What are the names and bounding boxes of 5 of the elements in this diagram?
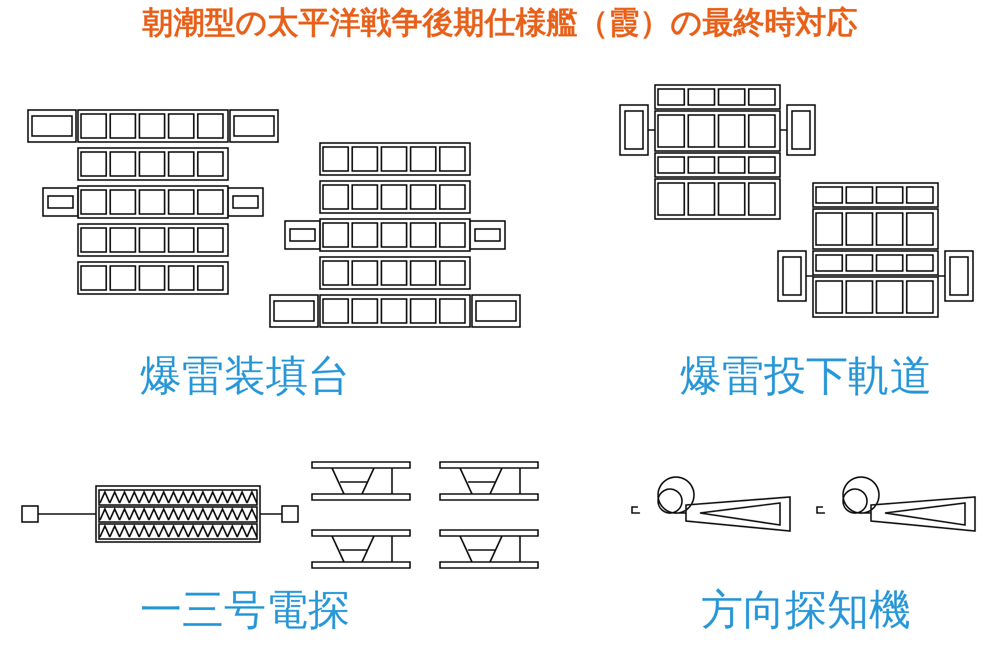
title: 朝潮型の太平洋戦争後期仕様艦（霞）の最終時対応 xyxy=(141,4,858,43)
part-caption: 方向探知機 xyxy=(701,584,911,636)
part-caption: 一三号電探 xyxy=(140,584,350,636)
part-caption: 爆雷装填台 xyxy=(140,350,350,402)
part-caption: 爆雷投下軌道 xyxy=(680,350,932,402)
